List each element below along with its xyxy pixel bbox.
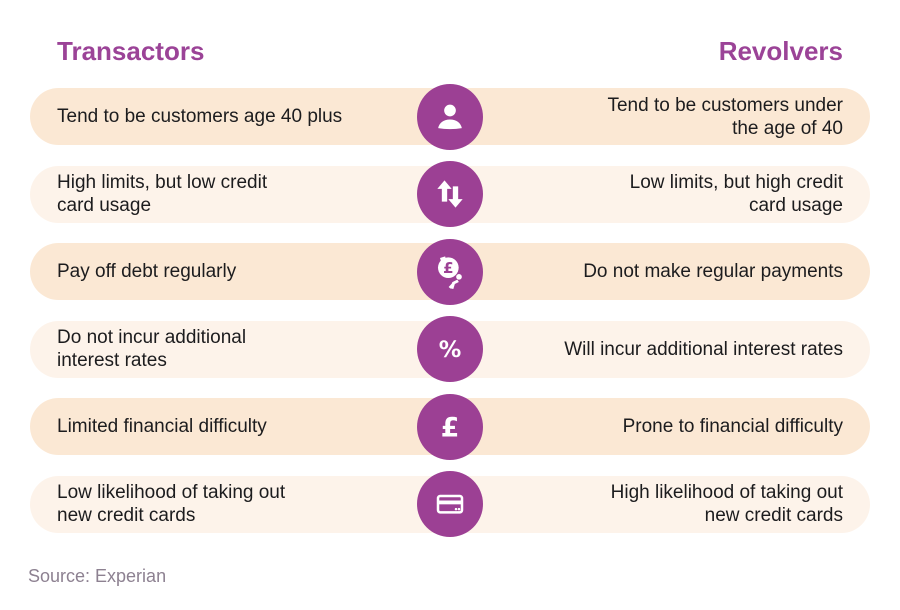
row-financial-difficulty: Limited financial difficulty Prone to fi… — [30, 393, 870, 460]
coin-pound-glyph: £ — [443, 259, 453, 277]
revolver-payments-text: Do not make regular payments — [583, 261, 843, 282]
revolver-age-text: Tend to be customers under the age of 40 — [607, 94, 843, 139]
transactor-interest-text: Do not incur additional interest rates — [57, 327, 247, 371]
row-new-credit-cards: Low likelihood of taking out new credit … — [30, 471, 870, 537]
transactor-age-text: Tend to be customers age 40 plus — [57, 106, 343, 127]
transactors-header: Transactors — [57, 36, 205, 66]
source-attribution: Source: Experian — [28, 565, 167, 586]
percent-glyph: % — [439, 337, 462, 363]
transactor-limits-text: High limits, but low credit card usage — [57, 172, 268, 216]
row-limits-usage: High limits, but low credit card usage L… — [30, 161, 870, 227]
transactor-difficulty-text: Limited financial difficulty — [57, 416, 267, 437]
revolver-difficulty-text: Prone to financial difficulty — [622, 416, 843, 437]
transactor-payments-text: Pay off debt regularly — [57, 261, 237, 282]
revolver-interest-text: Will incur additional interest rates — [564, 338, 843, 360]
column-headers: Transactors Revolvers — [0, 0, 900, 66]
row-interest-rates: Do not incur additional interest rates W… — [30, 316, 870, 382]
arrows-up-down-icon — [417, 161, 483, 227]
pound-glyph: £ — [441, 412, 460, 443]
revolver-newcards-text: High likelihood of taking out new credit… — [610, 482, 843, 526]
revolvers-header: Revolvers — [718, 36, 843, 66]
transactor-newcards-text: Low likelihood of taking out new credit … — [57, 482, 286, 526]
credit-card-icon — [417, 471, 483, 537]
person-icon — [417, 83, 483, 150]
pound-icon: £ — [417, 393, 483, 460]
row-customer-age: Tend to be customers age 40 plus Tend to… — [30, 83, 870, 150]
percent-icon: % — [417, 316, 483, 382]
revolver-limits-text: Low limits, but high credit card usage — [629, 172, 843, 216]
debt-burden-icon: £ — [417, 238, 483, 305]
row-debt-payments: Pay off debt regularly Do not make regul… — [30, 238, 870, 305]
comparison-rows: Tend to be customers age 40 plus Tend to… — [0, 83, 900, 537]
